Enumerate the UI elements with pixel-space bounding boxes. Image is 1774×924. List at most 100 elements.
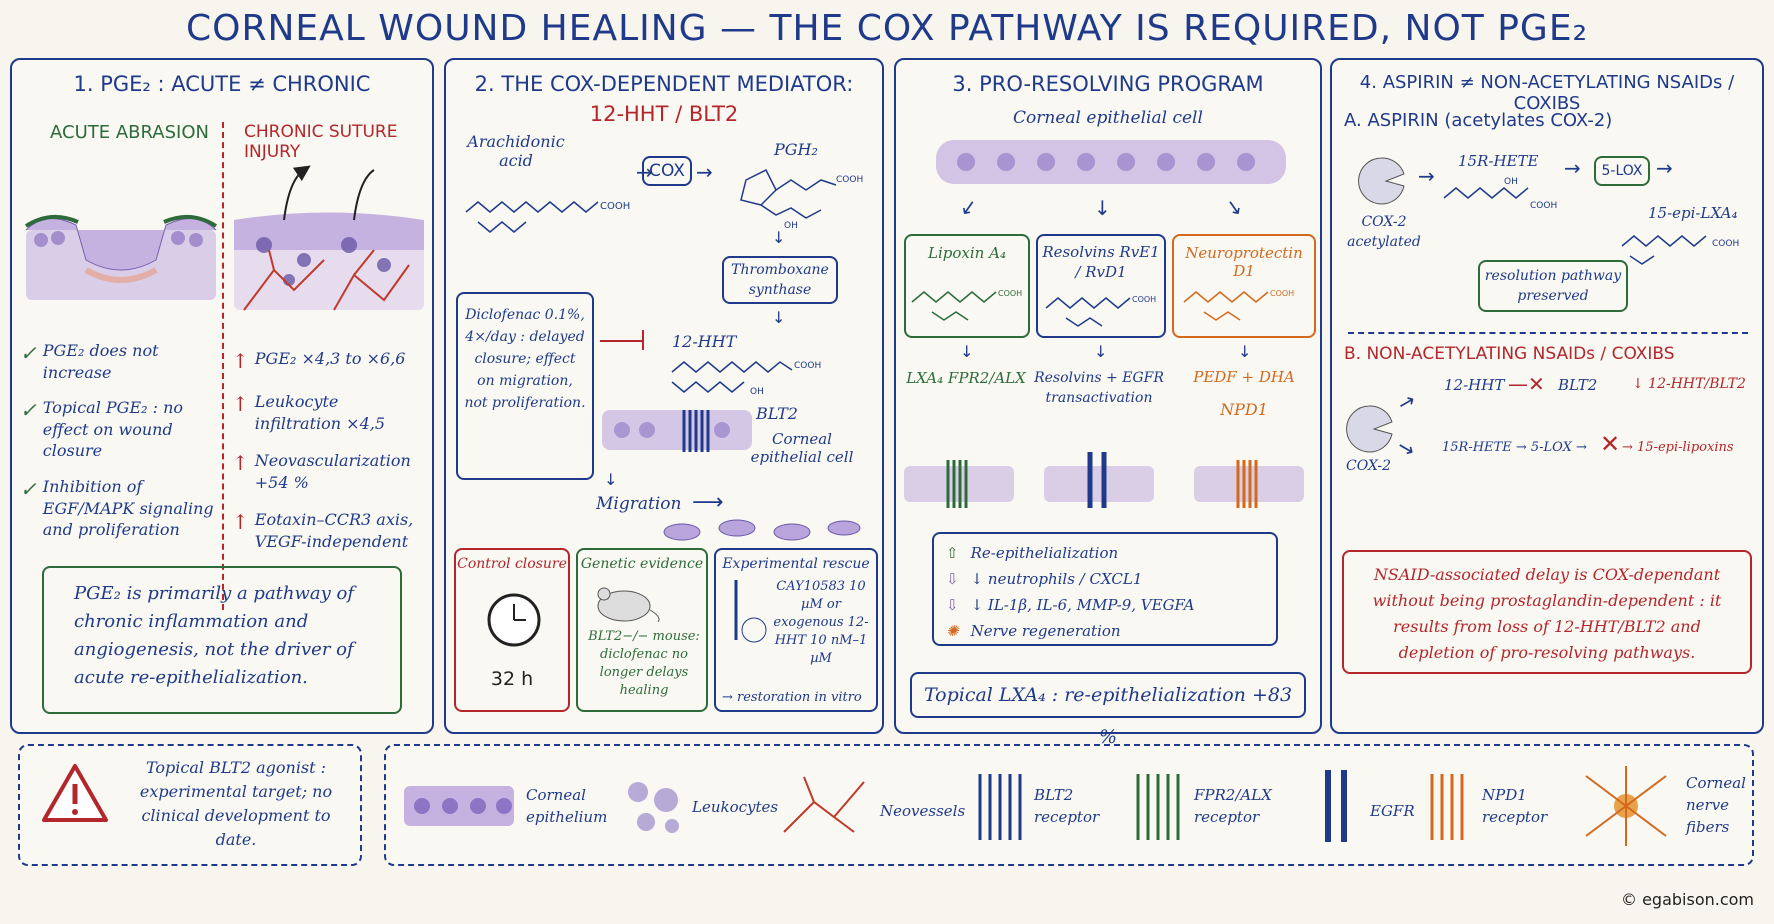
arrow-down-icon: ⇩ [946, 570, 959, 588]
arrow-icon: → [1564, 156, 1581, 180]
aspirin-title: A. ASPIRIN (acetylates COX-2) [1344, 110, 1613, 131]
b-epi-label: → 15-epi-lipoxins [1622, 440, 1734, 455]
warning-text: Topical BLT2 agonist : experimental targ… [139, 758, 333, 849]
chronic-list: ↑PGE₂ ×4,3 to ×6,6 ↑Leukocyte infiltrati… [232, 348, 428, 553]
chronic-label: CHRONIC SUTURE INJURY [244, 122, 398, 162]
chronic-item: ↑Neovascularization +54 % [232, 451, 411, 492]
section-divider [1348, 332, 1748, 334]
b-down-label: ↓ 12-HHT/BLT2 [1632, 376, 1746, 392]
lox-box: 5-LOX [1594, 156, 1650, 186]
cox2-label: COX-2 [1346, 458, 1392, 474]
panel-pro-resolving: 3. PRO-RESOLVING PROGRAM Corneal epithel… [894, 58, 1322, 748]
panel1-summary: PGE₂ is primarily a pathway of chronic i… [42, 566, 402, 714]
effect-item: ⇩↓ neutrophils / CXCL1 [946, 566, 1264, 592]
svg-text:COOH: COOH [1712, 239, 1739, 249]
arrow-icon: → [696, 160, 713, 184]
npd-label: Neuroprotectin D1 [1185, 244, 1303, 280]
clock-icon [487, 593, 541, 647]
cox2-acetylated-label: COX-2 acetylated [1347, 214, 1421, 250]
check-icon: ✓ [20, 398, 37, 423]
b-blt2-label: BLT2 [1558, 376, 1598, 394]
arrow-up-icon: ↑ [232, 451, 249, 476]
experimental-rescue-box: Experimental rescue CAY10583 10 µM or ex… [714, 548, 878, 712]
lxa4-label: LXA₄ FPR2/ALX [906, 369, 1026, 387]
arrow-down-icon: ↓ [1094, 342, 1108, 361]
pedf-label: PEDF + DHA [1193, 368, 1295, 386]
cox2-icon [1346, 405, 1393, 453]
chronic-item: ↑Leukocyte infiltration ×4,5 [232, 392, 386, 433]
arachidonic-label: Arachidonic acid [467, 132, 565, 170]
hht-label: 12-HHT [672, 332, 737, 351]
nerve-icon: ✺ [946, 622, 959, 640]
b-hht-label: 12-HHT [1444, 376, 1505, 394]
corneal-cell-blt2 [602, 410, 752, 452]
blocked-icon: —✕ [1508, 372, 1545, 396]
epi-lxa4-structure: COOH [1621, 235, 1739, 265]
page-title: CORNEAL WOUND HEALING — THE COX PATHWAY … [185, 8, 1589, 49]
legend-label: Neovessels [880, 802, 966, 820]
chronic-item: ↑Eotaxin–CCR3 axis, VEGF-independent [232, 510, 414, 551]
legend-label: Corneal epithelium [526, 786, 608, 826]
rescue-text: CAY10583 10 µM or exogenous 12-HHT 10 nM… [773, 579, 869, 666]
chronic-item: ↑PGE₂ ×4,3 to ×6,6 [232, 349, 406, 373]
acute-item: ✓PGE₂ does not increase [20, 341, 159, 382]
copyright: © egabison.com [1620, 890, 1754, 909]
pgh2-structure: COOH OH [740, 168, 863, 231]
rescue-result: → restoration in vitro [722, 690, 862, 705]
blocked-icon: ✕ [1600, 430, 1621, 458]
acute-label: ACUTE ABRASION [50, 122, 209, 143]
cell-label: Corneal epithelial cell [1013, 108, 1203, 128]
panel-acute-chronic: 1. PGE₂ : ACUTE ≠ CHRONIC ACUTE ABRASION… [10, 58, 434, 734]
blt2-label: BLT2 [756, 404, 798, 423]
migrating-cells [663, 519, 861, 541]
epi-lxa4-label: 15-epi-LXA₄ [1648, 204, 1738, 222]
panel4-header: 4. ASPIRIN ≠ NON-ACETYLATING NSAIDs / CO… [1359, 72, 1735, 114]
arrow-icon: ↓ [1094, 196, 1111, 220]
hht-structure: COOH OH [671, 361, 821, 397]
genetic-text: BLT2−/− mouse: diclofenac no longer dela… [588, 629, 700, 698]
acute-list: ✓PGE₂ does not increase ✓Topical PGE₂ : … [20, 340, 216, 541]
topical-lxa4: Topical LXA₄ : re-epithelialization +83 … [910, 672, 1306, 748]
arrow-icon: → [1418, 164, 1435, 188]
corneal-cell-label: Corneal epithelial cell [750, 430, 854, 466]
effect-item: ⇩↓ IL-1β, IL-6, MMP-9, VEGFA [946, 592, 1264, 618]
acute-item: ✓Topical PGE₂ : no effect on wound closu… [20, 398, 184, 461]
arrow-icon: → [1656, 156, 1673, 180]
arrow-down-icon: ⇩ [946, 596, 959, 614]
rescue-title: Experimental rescue [722, 556, 870, 572]
legend-label: NPD1 receptor [1482, 786, 1548, 826]
acute-abrasion-illustration [24, 214, 218, 300]
migration-label: Migration [596, 494, 682, 514]
effect-item: ⇧Re-epithelialization [946, 540, 1264, 566]
svg-text:COOH: COOH [836, 175, 863, 185]
conclusion-box: NSAID-associated delay is COX-dependant … [1342, 550, 1752, 674]
svg-text:COOH: COOH [794, 361, 821, 371]
chronic-injury-illustration [234, 165, 424, 311]
arrow-up-icon: ↑ [232, 349, 249, 373]
resolvins-box: Resolvins RvE1 / RvD1 COOH [1036, 234, 1166, 338]
mouse-icon [597, 587, 660, 623]
egfr-legend-icon [1325, 770, 1347, 842]
svg-text:COOH: COOH [998, 289, 1022, 298]
pgh2-label: PGH₂ [774, 140, 818, 159]
check-icon: ✓ [20, 341, 37, 365]
npd1-label: NPD1 [1220, 400, 1268, 419]
neovessels-legend-icon [783, 776, 865, 833]
b-path-label: 15R-HETE → 5-LOX → [1442, 440, 1587, 455]
svg-text:COOH: COOH [1270, 289, 1294, 298]
pipette-icon [734, 580, 767, 643]
inhibition-bar [642, 330, 644, 350]
panel2-subheader: 12-HHT / BLT2 [589, 102, 739, 126]
arachidonic-structure: COOH [465, 201, 630, 233]
nsaid-title: B. NON-ACETYLATING NSAIDs / COXIBS [1344, 344, 1675, 364]
effects-box: ⇧Re-epithelialization ⇩↓ neutrophils / C… [932, 532, 1278, 646]
panel-aspirin-nsaids: 4. ASPIRIN ≠ NON-ACETYLATING NSAIDs / CO… [1330, 58, 1764, 734]
resolvins-label: Resolvins RvE1 / RvD1 [1042, 243, 1160, 281]
svg-text:OH: OH [1504, 177, 1518, 187]
cox-box: COX [642, 156, 692, 186]
arrow-icon: ↓ [1220, 193, 1249, 223]
svg-text:OH: OH [784, 221, 798, 231]
check-icon: ✓ [20, 476, 37, 501]
arrow-up-icon: ⇧ [946, 544, 959, 562]
